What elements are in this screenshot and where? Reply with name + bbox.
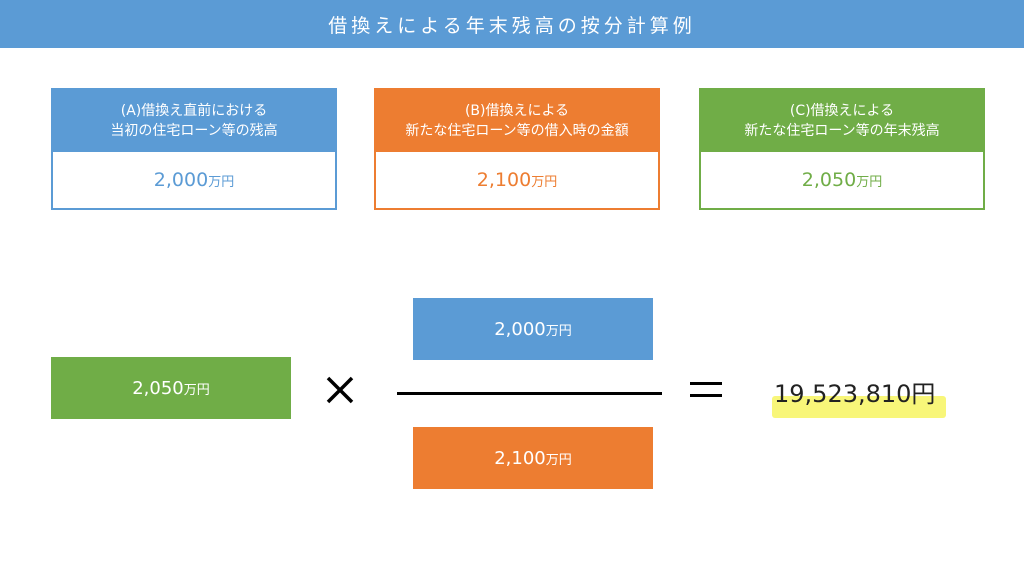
card-a-label-line1: (A)借換え直前における: [120, 103, 268, 119]
multiply-icon: [326, 376, 354, 404]
title-bar: 借換えによる年末残高の按分計算例: [0, 0, 1024, 48]
card-a-label-line2: 当初の住宅ローン等の残高: [110, 123, 278, 139]
formula-denominator-unit: 万円: [545, 452, 572, 468]
fraction-line: [397, 392, 662, 395]
card-a-amount: 2,000: [153, 169, 209, 191]
card-c-amount: 2,050: [801, 169, 857, 191]
card-c-label-line2: 新たな住宅ローン等の年末残高: [744, 123, 940, 139]
formula-multiplicand-unit: 万円: [183, 382, 210, 398]
page-title: 借換えによる年末残高の按分計算例: [328, 14, 696, 37]
result-amount: 19,523,810円: [774, 379, 936, 408]
equals-icon: [690, 378, 722, 402]
card-b-label-line2: 新たな住宅ローン等の借入時の金額: [405, 123, 629, 139]
card-b-label-line1: (B)借換えによる: [464, 103, 570, 119]
card-b-unit: 万円: [531, 174, 558, 190]
card-b-amount: 2,100: [476, 169, 532, 191]
card-b-header: (B)借換えによる 新たな住宅ローン等の借入時の金額: [376, 90, 658, 152]
card-c-label-line1: (C)借換えによる: [789, 103, 895, 119]
formula-numerator-amount: 2,000: [494, 318, 546, 340]
card-a-unit: 万円: [208, 174, 235, 190]
formula-multiplicand-amount: 2,050: [132, 377, 184, 399]
formula-numerator-unit: 万円: [545, 323, 572, 339]
formula-denominator-amount: 2,100: [494, 447, 546, 469]
card-c-header: (C)借換えによる 新たな住宅ローン等の年末残高: [701, 90, 983, 152]
card-a-header: (A)借換え直前における 当初の住宅ローン等の残高: [53, 90, 335, 152]
result-highlight: [772, 396, 946, 418]
result-value: 19,523,810円: [774, 373, 935, 409]
card-c-unit: 万円: [856, 174, 883, 190]
